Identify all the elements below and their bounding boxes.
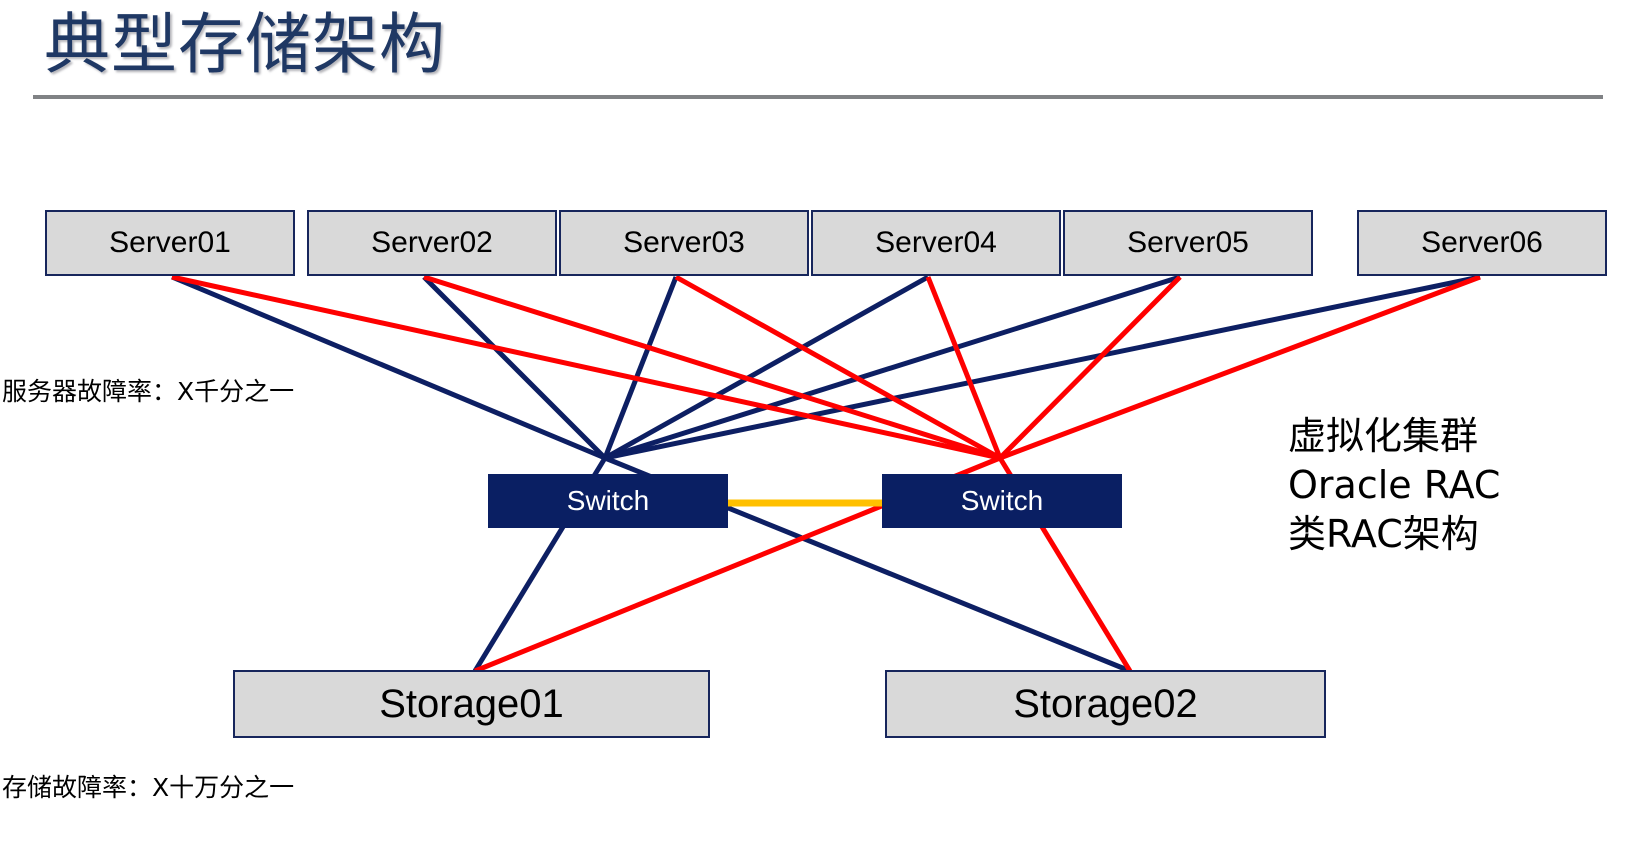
uplink-secondary-5 bbox=[998, 275, 1182, 460]
uplink-secondary-6 bbox=[999, 274, 1481, 461]
uplink-secondary-1 bbox=[171, 274, 1001, 461]
node-label: Server05 bbox=[1127, 226, 1249, 259]
node-label: Storage02 bbox=[1013, 681, 1198, 726]
node-label: Server06 bbox=[1421, 226, 1543, 259]
side-note-line-3: 类RAC架构 bbox=[1288, 512, 1479, 556]
secondary-link-group bbox=[171, 274, 1481, 461]
annotation-server-failure-rate: 服务器故障率：X千分之一 bbox=[2, 377, 295, 406]
uplink-secondary-4 bbox=[925, 276, 1003, 459]
node-server-06[interactable]: Server06 bbox=[1357, 210, 1607, 276]
uplink-secondary-2 bbox=[423, 274, 1001, 461]
page-title: 典型存储架构 bbox=[44, 6, 446, 83]
primary-link-group bbox=[171, 274, 1481, 461]
node-label: Storage01 bbox=[379, 681, 564, 726]
uplink-primary-2 bbox=[422, 275, 607, 460]
node-server-01[interactable]: Server01 bbox=[45, 210, 295, 276]
side-note-line-1: 虚拟化集群 bbox=[1288, 414, 1479, 458]
node-switch-left[interactable]: Switch bbox=[488, 474, 728, 528]
node-server-02[interactable]: Server02 bbox=[307, 210, 557, 276]
node-server-03[interactable]: Server03 bbox=[559, 210, 809, 276]
node-server-05[interactable]: Server05 bbox=[1063, 210, 1313, 276]
uplink-primary-4 bbox=[603, 274, 930, 461]
node-switch-right[interactable]: Switch bbox=[882, 474, 1122, 528]
uplink-primary-1 bbox=[171, 274, 606, 461]
uplink-primary-5 bbox=[604, 274, 1181, 461]
node-storage-02[interactable]: Storage02 bbox=[885, 670, 1326, 738]
node-server-04[interactable]: Server04 bbox=[811, 210, 1061, 276]
node-label: Switch bbox=[960, 485, 1044, 516]
annotation-storage-failure-rate: 存储故障率：X十万分之一 bbox=[2, 773, 295, 802]
title-divider bbox=[33, 95, 1603, 99]
node-label: Server01 bbox=[109, 226, 231, 259]
side-note-block: 虚拟化集群 Oracle RAC 类RAC架构 bbox=[1288, 412, 1500, 559]
node-storage-01[interactable]: Storage01 bbox=[233, 670, 710, 738]
uplink-primary-3 bbox=[602, 276, 679, 459]
node-label: Server04 bbox=[875, 226, 997, 259]
side-note-line-2: Oracle RAC bbox=[1288, 463, 1501, 507]
node-label: Server03 bbox=[623, 226, 745, 259]
node-label: Server02 bbox=[371, 226, 493, 259]
uplink-primary-6 bbox=[604, 274, 1481, 461]
uplink-secondary-3 bbox=[674, 274, 1002, 461]
node-label: Switch bbox=[566, 485, 650, 516]
